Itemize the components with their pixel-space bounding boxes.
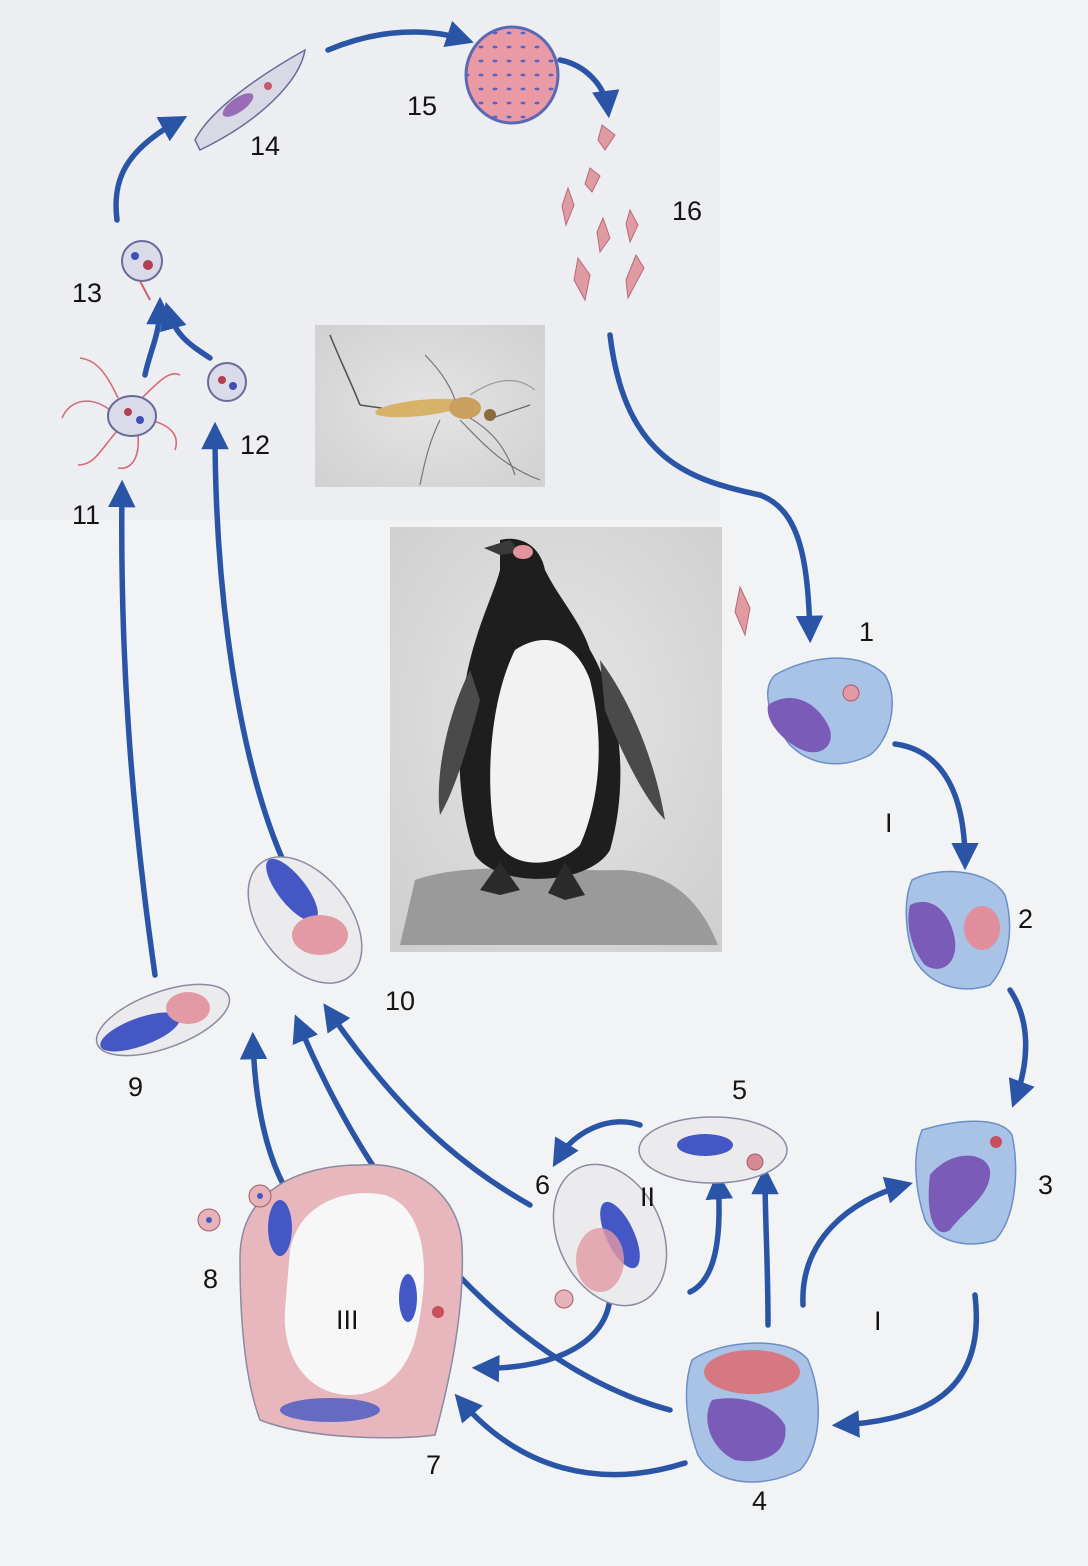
arrow-6-5 <box>690 1180 719 1292</box>
cycle-label-i-upper: I <box>885 808 893 838</box>
stage-label-14: 14 <box>250 131 280 161</box>
gametocyte-erythrocyte-9 <box>88 970 239 1071</box>
arrow-9-11 <box>122 488 155 975</box>
cycle-label-iii: III <box>336 1305 359 1335</box>
cycle-label-ii: II <box>640 1182 655 1212</box>
macrogamete-cell <box>208 363 246 401</box>
mosquito-icon <box>315 325 545 487</box>
arrow-4-5 <box>765 1175 768 1325</box>
stage-label-2: 2 <box>1018 904 1033 934</box>
gametocyte-erythrocyte-10 <box>225 836 385 1005</box>
stage-label-1: 1 <box>859 617 874 647</box>
host-cell-stage-3 <box>916 1121 1016 1244</box>
arrow-1-2 <box>895 744 965 862</box>
arrow-3-4 <box>840 1295 976 1425</box>
erythrocyte-stage-5 <box>639 1117 787 1183</box>
stage-label-9: 9 <box>128 1072 143 1102</box>
cycle-label-i-lower: I <box>874 1306 882 1336</box>
arrow-6-7 <box>480 1298 610 1368</box>
penguin-icon <box>390 527 722 952</box>
oocyst-cell <box>466 27 558 123</box>
stage-label-5: 5 <box>732 1075 747 1105</box>
stage-label-10: 10 <box>385 986 415 1016</box>
stage-label-12: 12 <box>240 430 270 460</box>
host-cell-stage-2 <box>906 872 1009 989</box>
stage-label-8: 8 <box>203 1264 218 1294</box>
stage-label-15: 15 <box>407 91 437 121</box>
arrow-2-3 <box>1010 990 1026 1100</box>
stage-label-16: 16 <box>672 196 702 226</box>
host-cell-stage-4 <box>686 1343 818 1482</box>
stage-label-13: 13 <box>72 278 102 308</box>
stage-label-4: 4 <box>752 1486 767 1516</box>
arrow-5-6 <box>557 1122 640 1160</box>
stage-label-11: 11 <box>72 500 100 530</box>
stage-label-7: 7 <box>426 1450 441 1480</box>
arrow-4-7 <box>460 1400 685 1475</box>
arrow-4-3 <box>803 1185 905 1305</box>
capillary-cell-stage-7 <box>240 1165 462 1438</box>
stage-label-3: 3 <box>1038 1170 1053 1200</box>
host-cell-stage-1 <box>768 658 893 764</box>
stage-label-6: 6 <box>535 1170 550 1200</box>
